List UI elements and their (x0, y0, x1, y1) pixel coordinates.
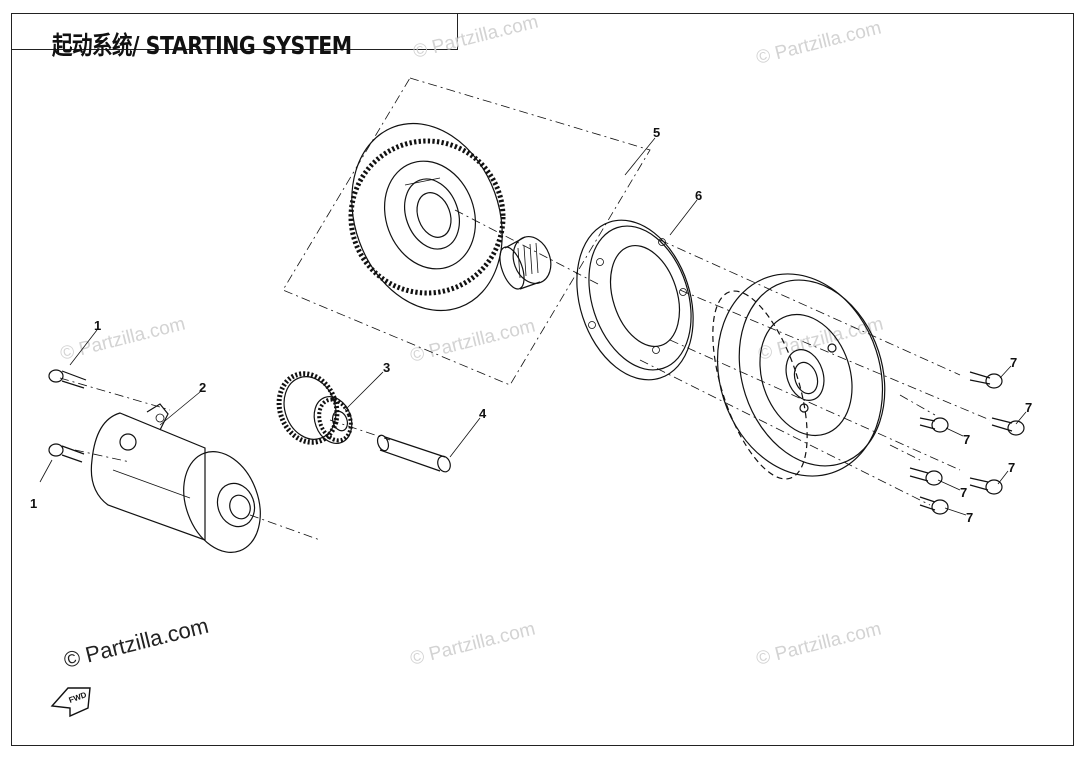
diagram-frame (11, 13, 1074, 746)
page-title: 起动系统/ STARTING SYSTEM (52, 31, 352, 60)
bolt (48, 369, 87, 389)
fwd-arrow-icon: FWD (50, 687, 91, 718)
bolt (48, 443, 85, 463)
callout-7: 7 (960, 485, 967, 500)
watermarks: © Partzilla.com © Partzilla.com © Partzi… (58, 12, 885, 673)
watermark: © Partzilla.com (754, 18, 883, 69)
callout-7: 7 (963, 432, 970, 447)
one-way-clutch-holder (576, 219, 694, 381)
callout-1: 1 (30, 496, 37, 511)
bolt (969, 477, 1003, 495)
starter-bolts (48, 369, 87, 463)
watermark: © Partzilla.com (754, 619, 883, 670)
callout-7: 7 (1008, 460, 1015, 475)
callout-5: 5 (653, 125, 660, 140)
watermark: © Partzilla.com (58, 314, 187, 365)
flywheel-bolts (909, 371, 1025, 515)
bolt (991, 417, 1025, 436)
callout-6: 6 (695, 188, 702, 203)
watermark: © Partzilla.com (411, 12, 540, 63)
idle-gear-shaft (376, 434, 451, 473)
idle-gear (276, 371, 353, 445)
title-box: 起动系统/ STARTING SYSTEM (11, 13, 458, 60)
callout-7: 7 (1010, 355, 1017, 370)
starter-motor (90, 403, 261, 553)
watermark-main: © Partzilla.com (61, 613, 211, 673)
callout-3: 3 (383, 360, 390, 375)
callout-4: 4 (479, 406, 487, 421)
bolt (909, 467, 943, 486)
watermark: © Partzilla.com (408, 316, 537, 367)
callout-2: 2 (199, 380, 206, 395)
needle-bearing (499, 236, 552, 290)
starter-driven-gear (348, 122, 506, 312)
callouts: 1 1 2 3 4 5 6 7 7 7 7 7 7 (30, 125, 1032, 525)
watermark: © Partzilla.com (408, 619, 537, 670)
flywheel-rotor (712, 273, 886, 480)
leader-lines (39, 137, 1027, 516)
watermark: © Partzilla.com (756, 314, 885, 365)
callout-7: 7 (1025, 400, 1032, 415)
callout-7: 7 (966, 510, 973, 525)
bolt (919, 417, 949, 433)
callout-1: 1 (94, 318, 101, 333)
bolt (969, 371, 1003, 389)
bolt (919, 496, 949, 515)
